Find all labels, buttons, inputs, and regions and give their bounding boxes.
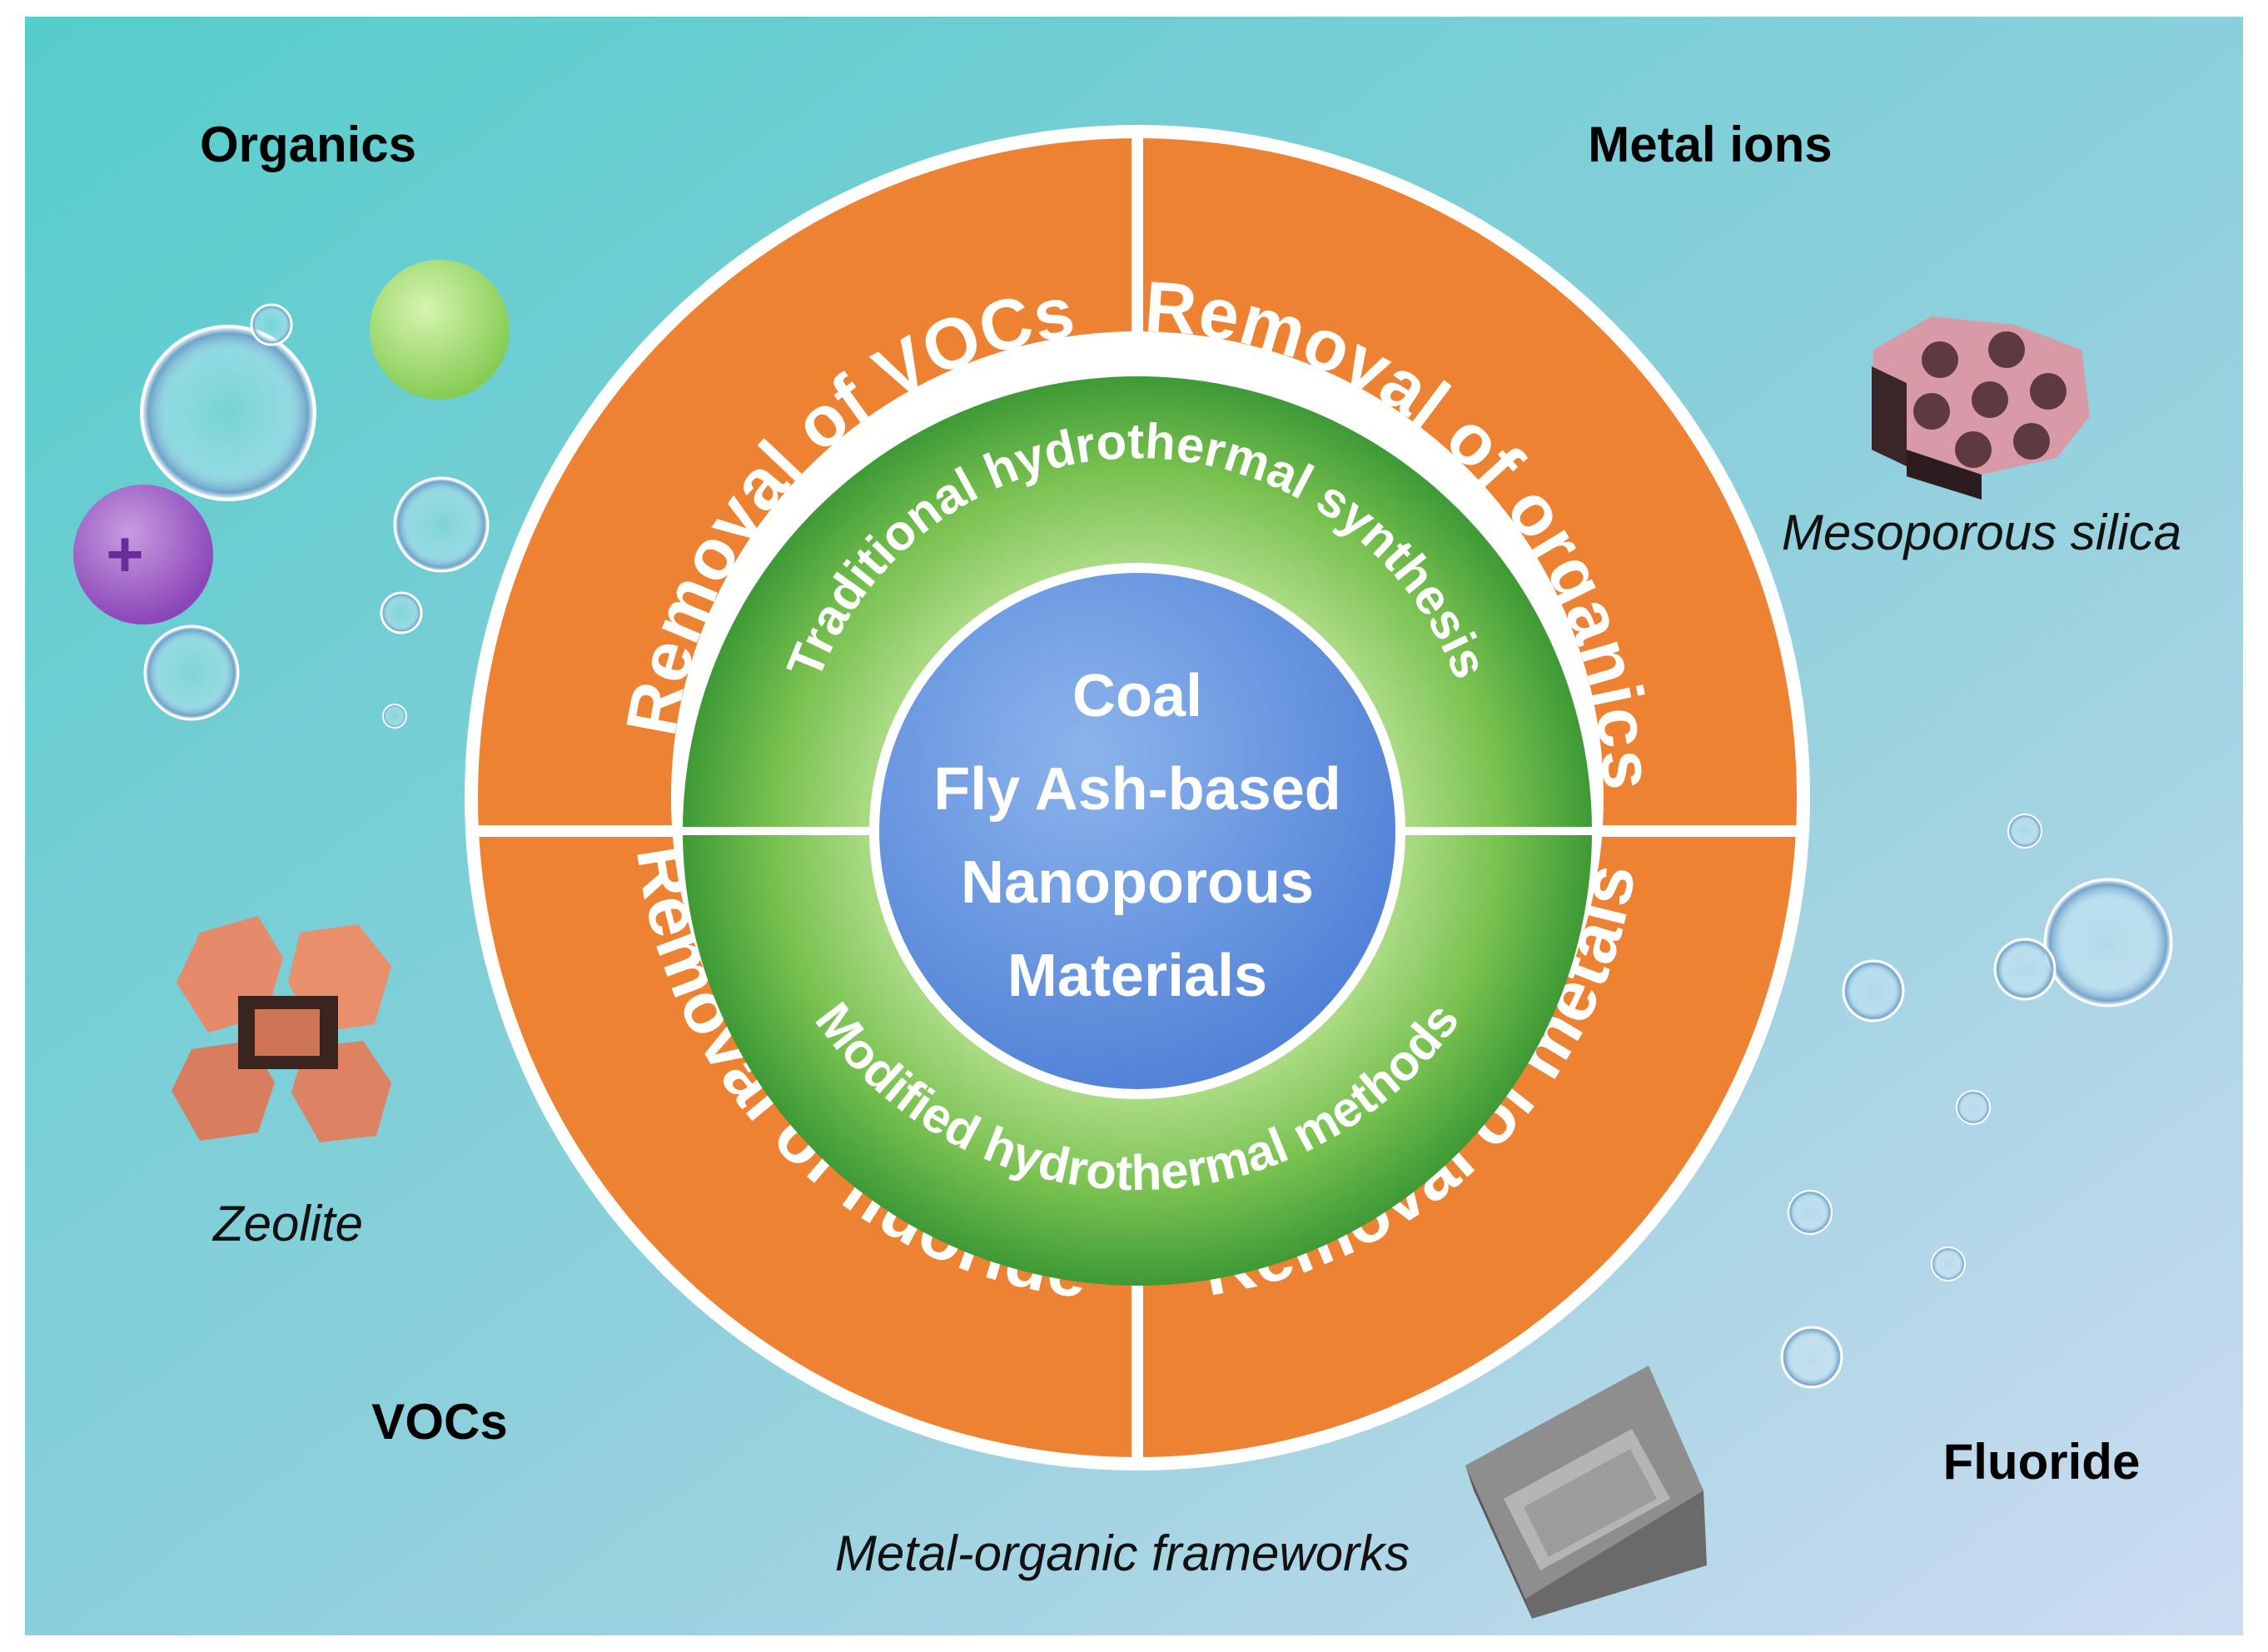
label-mof: Metal-organic frameworks [835, 1525, 1410, 1581]
bubble-icon [1956, 1090, 1991, 1125]
center-circle: Coal Fly Ash-based Nanoporous Materials [869, 563, 1405, 1099]
fluoride-bubbles [1780, 814, 2173, 1389]
label-zeolite: Zeolite [211, 1196, 363, 1251]
bubble-icon [250, 303, 293, 346]
bubble-icon [140, 325, 316, 501]
cation-icon [73, 485, 213, 624]
bubble-icon [1780, 1326, 1843, 1389]
bubble-icon [1931, 1246, 1966, 1281]
center-line-3: Nanoporous [961, 849, 1314, 916]
bubble-icon [2043, 878, 2173, 1008]
bubble-icon [143, 624, 240, 721]
center-line-1: Coal [1072, 663, 1202, 729]
bubble-icon [2007, 814, 2042, 848]
center-line-4: Materials [1007, 943, 1267, 1009]
bubble-icon [382, 704, 407, 729]
cation-plus-symbol: + [106, 517, 144, 590]
zeolite-icon [172, 916, 391, 1142]
bubble-icon [1788, 1190, 1833, 1235]
label-vocs: VOCs [371, 1394, 507, 1450]
label-mesoporous-silica: Mesoporous silica [1782, 505, 2181, 560]
bubble-icon [380, 591, 423, 634]
bubble-icon [1993, 938, 2057, 1001]
label-metal-ions: Metal ions [1588, 117, 1832, 172]
bubble-icon [1842, 959, 1905, 1023]
bubble-icon [393, 476, 490, 573]
mesoporous-silica-icon [1872, 316, 2090, 500]
label-fluoride: Fluoride [1943, 1434, 2141, 1490]
label-organics: Organics [200, 117, 416, 172]
center-line-2: Fly Ash-based [933, 756, 1340, 823]
green-molecule-icon [370, 260, 510, 400]
organics-bubbles: + [73, 260, 510, 729]
mof-cube-icon [1465, 1366, 1707, 1619]
